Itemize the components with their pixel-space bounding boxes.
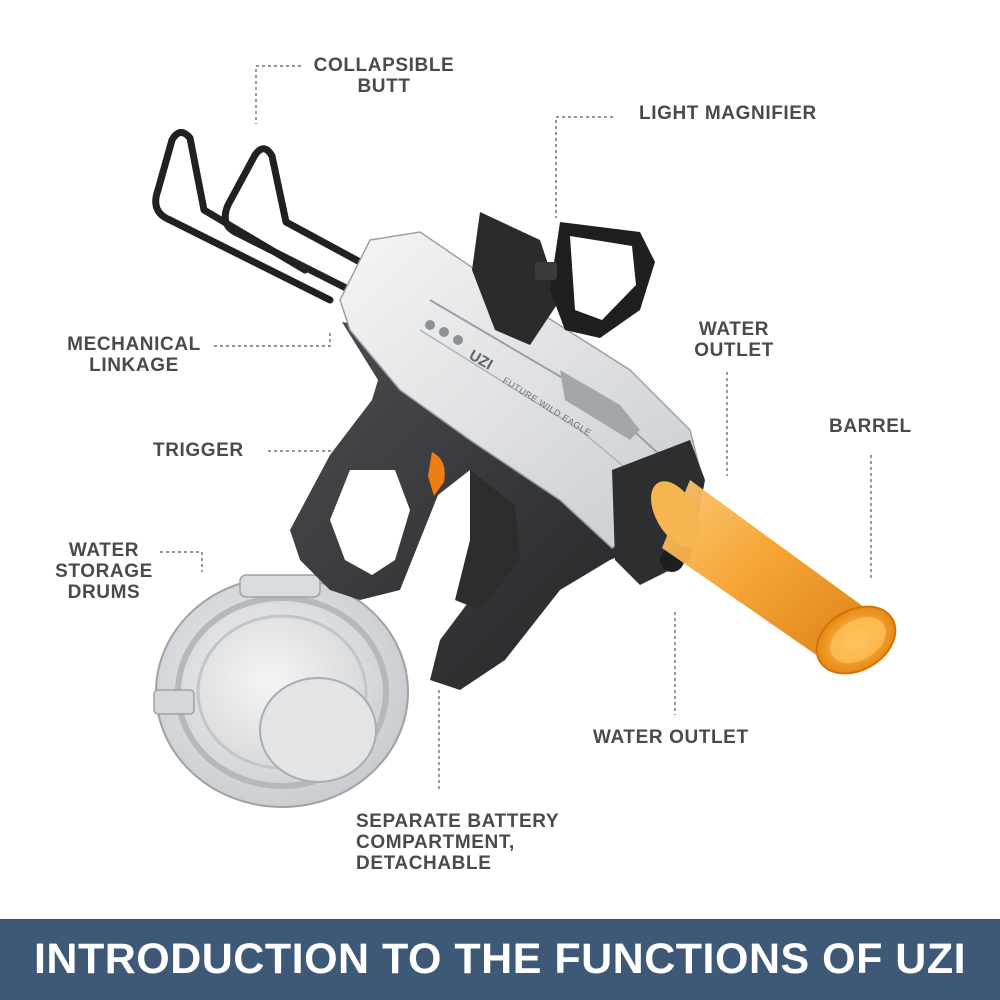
leader-water-storage-drums [160,551,203,572]
leader-collapsible-butt [255,65,301,124]
label-mechanical-linkage: MECHANICAL LINKAGE [67,334,201,376]
label-battery: SEPARATE BATTERY COMPARTMENT, DETACHABLE [356,811,560,874]
leader-light-magnifier [555,116,613,218]
label-barrel: BARREL [829,416,912,437]
collapsible-butt-graphic [152,129,364,304]
trigger-graphic [428,452,445,496]
label-water-outlet-top: WATER OUTLET [694,319,774,361]
gun-lower-body [290,322,655,690]
barrel-graphic [651,480,897,675]
water-drum-graphic [153,574,409,808]
leader-mechanical-linkage [214,330,331,347]
label-water-storage-drums: WATER STORAGE DRUMS [55,540,153,603]
light-magnifier-graphic [472,212,655,345]
title-banner: INTRODUCTION TO THE FUNCTIONS OF UZI [0,919,1000,1000]
label-water-outlet-bottom: WATER OUTLET [593,727,749,748]
banner-title: INTRODUCTION TO THE FUNCTIONS OF UZI [33,935,967,983]
label-collapsible-butt: COLLAPSIBLE BUTT [313,55,455,97]
label-light-magnifier: LIGHT MAGNIFIER [639,103,817,124]
label-trigger: TRIGGER [153,440,244,461]
